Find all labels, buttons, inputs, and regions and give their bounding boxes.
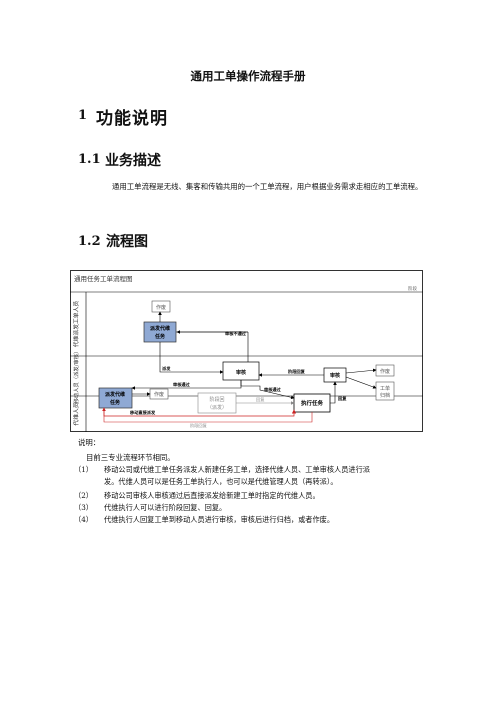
node-execute-label: 执行任务	[301, 399, 324, 407]
node-stage-reply-line2: （派发）	[207, 404, 227, 411]
node-archive-line1: 工单	[380, 385, 390, 392]
node-review-right-label: 审核	[330, 372, 340, 379]
lane-label-agent: 代维人员	[72, 402, 80, 425]
list-item-number: （1）	[74, 465, 93, 474]
edge-forward-reply-label: 阶段回复	[288, 368, 306, 375]
flowchart-diagram: 通用任务工单流程图 阶段 代维派发工单人员 移动人员（派发/审核） 代维人员 作…	[70, 270, 423, 432]
section-1-1-title: 业务描述	[105, 153, 161, 169]
node-review-mid-label: 审核	[236, 369, 246, 376]
list-item: （2） 移动公司审核人审核通过后直接派发给新建工单时指定的代维人员。	[74, 490, 454, 502]
section-1-1-number: 1.1	[78, 152, 101, 167]
section-1-title: 功能说明	[96, 109, 168, 129]
edge-auto-dispatch-label: 移动直接派发	[130, 409, 156, 416]
section-1-2-number: 1.2	[78, 234, 101, 249]
list-item-text: 代维执行人可以进行阶段回复、回复。	[104, 503, 227, 512]
document-title: 通用工单操作流程手册	[190, 69, 306, 83]
lane-label-mobile-staff: 移动人员（派发/审核）	[72, 349, 80, 404]
node-archive-right	[375, 381, 395, 401]
edge-reject-label: 审核不通过	[225, 330, 247, 337]
list-item-number: （4）	[74, 515, 93, 524]
node-stage-reply-line1: 阶段回	[209, 396, 224, 403]
edge-forward-label: 回复	[256, 396, 265, 403]
list-item-number: （3）	[74, 503, 93, 512]
notes-subheading: 目前三专业流程环节相同。	[86, 453, 175, 462]
list-item: （3） 代维执行人可以进行阶段回复、回复。	[74, 502, 454, 514]
node-dispatch-mid-line1: 派发代维	[105, 391, 125, 398]
section-1-2-title: 流程图	[106, 234, 148, 250]
list-item-number: （2）	[74, 491, 93, 500]
node-dispatch-top-line2: 任务	[154, 333, 166, 340]
section-1-1-body: 通用工单流程是无线、集客和传输共用的一个工单流程，用户根据业务需求走相应的工单流…	[112, 182, 423, 191]
section-1-number: 1	[78, 108, 88, 123]
edge-approved-b-label: 审核通过	[264, 386, 282, 393]
flowchart-title: 通用任务工单流程图	[74, 274, 133, 283]
notes-heading: 说明：	[78, 438, 101, 447]
node-dispatch-mid-line2: 任务	[109, 399, 121, 406]
node-void-right-label: 作废	[380, 368, 390, 375]
node-dispatch-mid	[98, 387, 133, 409]
edge-approved-a-label: 审核通过	[173, 381, 191, 388]
node-void-top-label: 作废	[156, 304, 166, 311]
node-void-mid-label: 作废	[154, 391, 164, 398]
list-item-text: 移动公司审核人审核通过后直接派发给新建工单时指定的代维人员。	[104, 491, 320, 500]
list-item-text: 代维执行人回复工单到移动人员进行审核，审核后进行归档，或者作废。	[104, 515, 335, 524]
list-item-text: 发。代维人员可以是任务工单执行人，也可以是代维管理人员（再转派）。	[104, 477, 338, 486]
list-item: （4） 代维执行人回复工单到移动人员进行审核，审核后进行归档，或者作废。	[74, 514, 454, 526]
list-item-text: 移动公司或代维工单任务派发人新建任务工单，选择代维人员、工单审核人员进行派	[104, 465, 370, 474]
edge-stage-back-label: 阶段回复	[190, 422, 208, 429]
node-archive-line2: 归档	[380, 392, 390, 399]
list-item: （1） 移动公司或代维工单任务派发人新建任务工单，选择代维人员、工单审核人员进行…	[74, 464, 454, 488]
lane-label-dispatcher: 代维派发工单人员	[72, 301, 80, 348]
edge-dispatch-label: 派发	[162, 365, 171, 372]
edge-reply-label: 回复	[338, 395, 347, 402]
flowchart-corner-label: 阶段	[408, 285, 417, 292]
node-dispatch-top-line1: 派发代维	[150, 325, 170, 332]
